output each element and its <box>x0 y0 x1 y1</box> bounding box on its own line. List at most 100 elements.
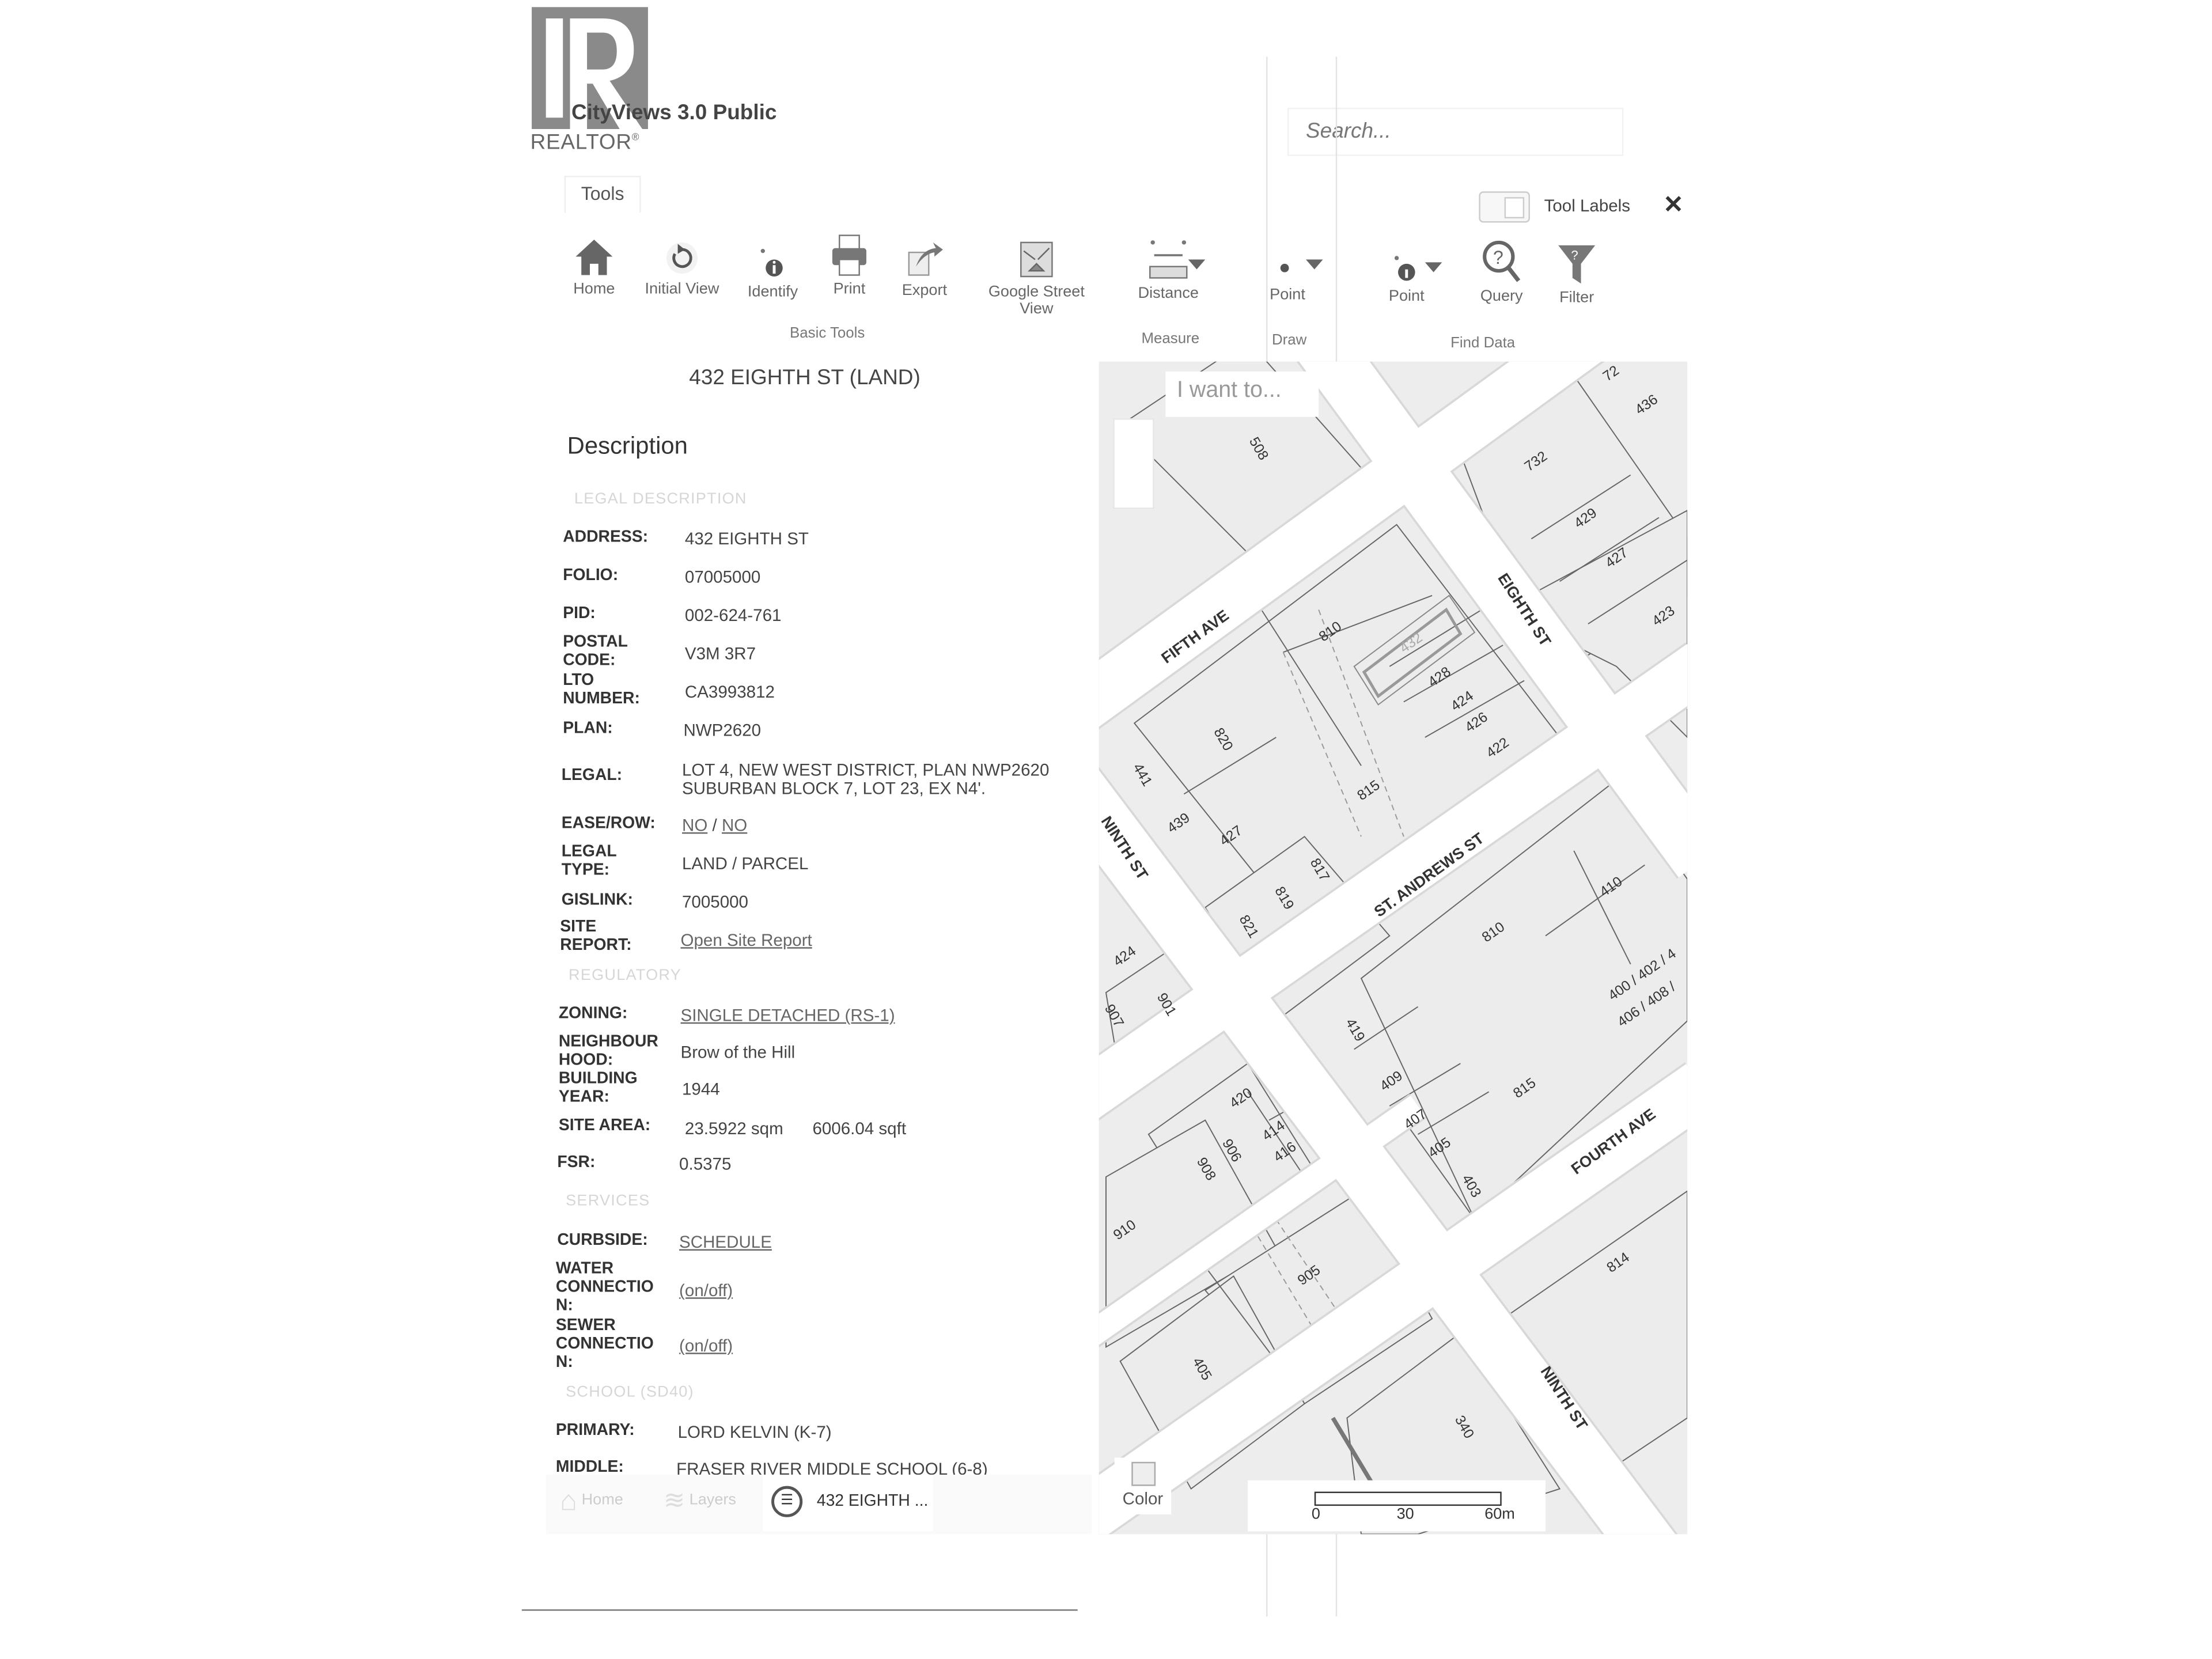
app-title: CityViews 3.0 Public <box>571 100 777 125</box>
pid-value: 002-624-761 <box>684 605 782 626</box>
parcel-line <box>1389 1063 1461 1107</box>
parcel-label: 436 <box>1633 392 1661 418</box>
section-services: SERVICES <box>566 1192 650 1210</box>
selected-parcel-outline <box>1362 607 1463 699</box>
bottom-nav-home[interactable]: ⌂ Home <box>560 1486 623 1517</box>
right-of-way-link[interactable]: NO <box>721 815 748 835</box>
scale-bar <box>1314 1491 1502 1506</box>
middle-school-value: FRASER RIVER MIDDLE SCHOOL (6-8) <box>676 1459 988 1475</box>
tool-labels-toggle[interactable] <box>1479 191 1530 223</box>
tool-labels-label: Tool Labels <box>1544 195 1631 216</box>
google-street-view-button[interactable]: Google Street View <box>980 234 1093 317</box>
tab-tools[interactable]: Tools <box>564 176 641 213</box>
zoning-link[interactable]: SINGLE DETACHED (RS-1) <box>680 1005 895 1025</box>
field-label: PRIMARY: <box>555 1422 635 1440</box>
bottom-nav-results[interactable]: ☰ 432 EIGHTH ... <box>763 1474 933 1532</box>
sewer-connection-link[interactable]: (on/off) <box>679 1335 733 1356</box>
find-point-button[interactable]: Point <box>1350 238 1463 305</box>
scale-label-0: 0 <box>1311 1506 1320 1523</box>
find-point-dropdown-caret-icon[interactable] <box>1425 262 1442 272</box>
field-label: MIDDLE: <box>555 1459 624 1475</box>
parcel-line <box>1354 1006 1419 1050</box>
layers-icon: ≋ <box>663 1486 685 1514</box>
parcel-line <box>1247 1091 1305 1177</box>
parcel-label: 409 <box>1377 1068 1406 1094</box>
query-icon: ? <box>1445 238 1558 284</box>
road <box>1099 770 1676 1535</box>
parcel-label: 424 <box>1111 943 1139 969</box>
close-icon[interactable]: ✕ <box>1663 191 1684 219</box>
divider <box>521 1609 1078 1611</box>
easement-line <box>1282 652 1362 837</box>
fsr-value: 0.5375 <box>679 1154 732 1175</box>
parcel-line <box>1425 680 1525 738</box>
curbside-schedule-link[interactable]: SCHEDULE <box>679 1232 772 1252</box>
home-tool-button[interactable]: Home <box>537 231 651 298</box>
color-button[interactable]: Color <box>1114 1457 1172 1514</box>
gislink-value: 7005000 <box>681 892 748 912</box>
filter-button[interactable]: ? Filter <box>1520 240 1634 306</box>
identify-button[interactable]: Identify <box>716 234 830 301</box>
road <box>1099 1064 1688 1535</box>
middle-school-row-clipped: MIDDLE: FRASER RIVER MIDDLE SCHOOL (6-8) <box>546 1457 1092 1475</box>
field-label: LEGAL TYPE: <box>561 843 617 880</box>
bottom-nav-layers[interactable]: ≋ Layers <box>663 1486 736 1514</box>
field-label: FOLIO: <box>563 567 619 585</box>
scale-label-60: 60m <box>1484 1506 1515 1523</box>
distance-dropdown-caret-icon[interactable] <box>1188 259 1206 270</box>
printer-icon <box>793 231 906 276</box>
distance-button[interactable]: Distance <box>1112 236 1225 302</box>
i-want-to-menu[interactable]: I want to... <box>1165 371 1319 417</box>
field-label: POSTAL CODE: <box>563 634 628 669</box>
site-area-sqm-value: 23.5922 sqm <box>684 1119 783 1139</box>
export-button[interactable]: Export <box>868 233 981 299</box>
field-label: PLAN: <box>563 720 613 737</box>
folio-value: 07005000 <box>684 567 761 588</box>
legal-value: LOT 4, NEW WEST DISTRICT, PLAN NWP2620 <box>681 760 1050 780</box>
svg-text:?: ? <box>1571 248 1578 262</box>
export-icon <box>868 233 981 278</box>
draw-point-button[interactable]: Point <box>1231 237 1344 304</box>
field-label: FSR: <box>557 1154 596 1172</box>
parcel-line <box>1531 474 1631 540</box>
parcel-line <box>1545 864 1645 937</box>
parcel-line <box>1559 517 1660 582</box>
field-label: ADDRESS: <box>563 529 649 546</box>
easement-link[interactable]: NO <box>681 815 708 835</box>
section-legal-description: LEGAL DESCRIPTION <box>574 490 747 508</box>
parcel-line <box>1403 645 1503 703</box>
search-input[interactable]: Search... <box>1287 108 1624 156</box>
road <box>1299 361 1688 878</box>
site-area-sqft-value: 6006.04 sqft <box>812 1119 907 1139</box>
query-button[interactable]: ? Query <box>1445 238 1558 305</box>
section-school: SCHOOL (SD40) <box>566 1384 694 1401</box>
parcel-line <box>1573 850 1631 965</box>
zoom-control[interactable] <box>1113 418 1154 509</box>
field-label: PID: <box>563 605 596 623</box>
field-label: SITE AREA: <box>558 1117 651 1135</box>
selected-parcel-boundary <box>1353 594 1476 706</box>
postal-code-value: V3M 3R7 <box>684 643 756 664</box>
address-value: 432 EIGHTH ST <box>684 529 809 549</box>
initial-view-button[interactable]: Initial View <box>626 231 739 298</box>
identify-icon <box>716 234 830 279</box>
open-site-report-link[interactable]: Open Site Report <box>680 930 812 950</box>
scale-label-30: 30 <box>1396 1506 1414 1523</box>
field-label: WATER CONNECTIO N: <box>555 1260 654 1315</box>
group-label-draw: Draw <box>1271 331 1307 349</box>
print-button[interactable]: Print <box>793 231 906 298</box>
field-label: BUILDING YEAR: <box>558 1070 638 1106</box>
parcel-line <box>1247 588 1362 766</box>
draw-dropdown-caret-icon[interactable] <box>1306 259 1323 270</box>
filter-icon: ? <box>1520 240 1634 285</box>
parcel-label: 441 <box>1130 761 1155 789</box>
group-label-measure: Measure <box>1141 330 1200 348</box>
plan-value: NWP2620 <box>683 720 762 740</box>
easement-line <box>1247 1219 1334 1362</box>
parcel-label: 439 <box>1165 810 1193 836</box>
realtor-wordmark: REALTOR® <box>530 130 640 155</box>
water-connection-link[interactable]: (on/off) <box>679 1280 733 1301</box>
svg-text:?: ? <box>1493 247 1503 268</box>
